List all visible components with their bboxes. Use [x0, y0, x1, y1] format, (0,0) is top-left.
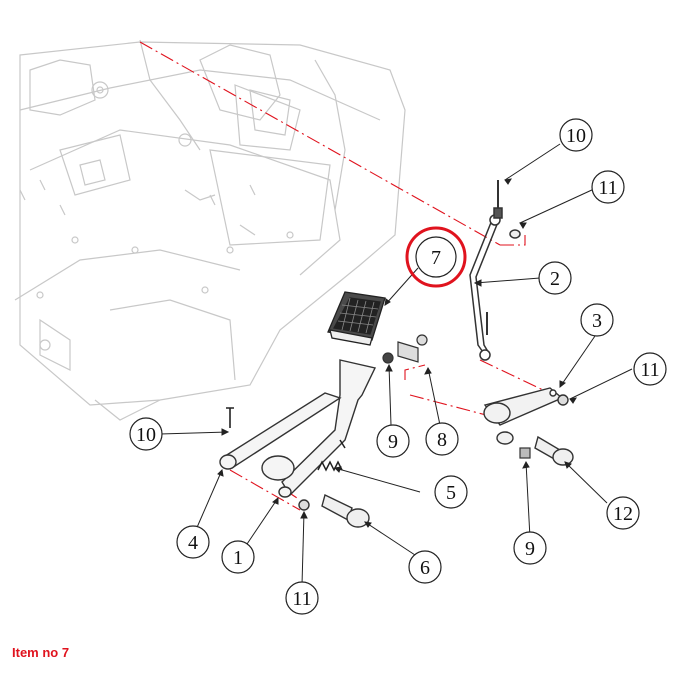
item-caption: Item no 7: [12, 645, 70, 660]
callout-3: 3: [592, 310, 602, 332]
highlight-ring: [405, 226, 467, 288]
callout-5: 5: [446, 482, 456, 504]
lever-part-3: [483, 387, 569, 445]
bolt-part-12: [534, 435, 574, 466]
callout-9: 9: [525, 538, 535, 560]
callout-7: 7: [431, 247, 441, 269]
callout-11: 11: [640, 359, 659, 381]
callout-2: 2: [550, 268, 560, 290]
callout-9: 9: [388, 431, 398, 453]
callout-6: 6: [420, 557, 430, 579]
parts-diagram: 10 11 7 2 3 11 10 9 8 5 4 1 6 11 9 12: [14, 39, 667, 615]
callout-circles: [129, 118, 667, 615]
callout-8: 8: [437, 429, 447, 451]
callout-12: 12: [613, 503, 633, 525]
callout-1: 1: [233, 547, 243, 569]
nut-part-9-center: [382, 352, 394, 364]
nut-part-9-right: [519, 447, 531, 459]
callout-10: 10: [566, 125, 586, 147]
spring-part-5: [317, 439, 346, 472]
pedal-pad-part-7: [327, 291, 386, 346]
bolt-part-6: [321, 494, 370, 528]
pin-part-10: [226, 407, 234, 428]
callout-11: 11: [292, 588, 311, 610]
callout-labels: 10 11 7 2 3 11 10 9 8 5 4 1 6 11 9 12: [136, 125, 660, 610]
callout-4: 4: [188, 532, 198, 554]
callout-11: 11: [598, 177, 617, 199]
pedal-arm-part-1: [219, 359, 377, 511]
chassis-drawing: [14, 39, 406, 421]
rod-part-2: [469, 180, 521, 361]
callout-10: 10: [136, 424, 156, 446]
leader-lines: [159, 143, 633, 586]
bracket-part-8: [397, 334, 428, 363]
